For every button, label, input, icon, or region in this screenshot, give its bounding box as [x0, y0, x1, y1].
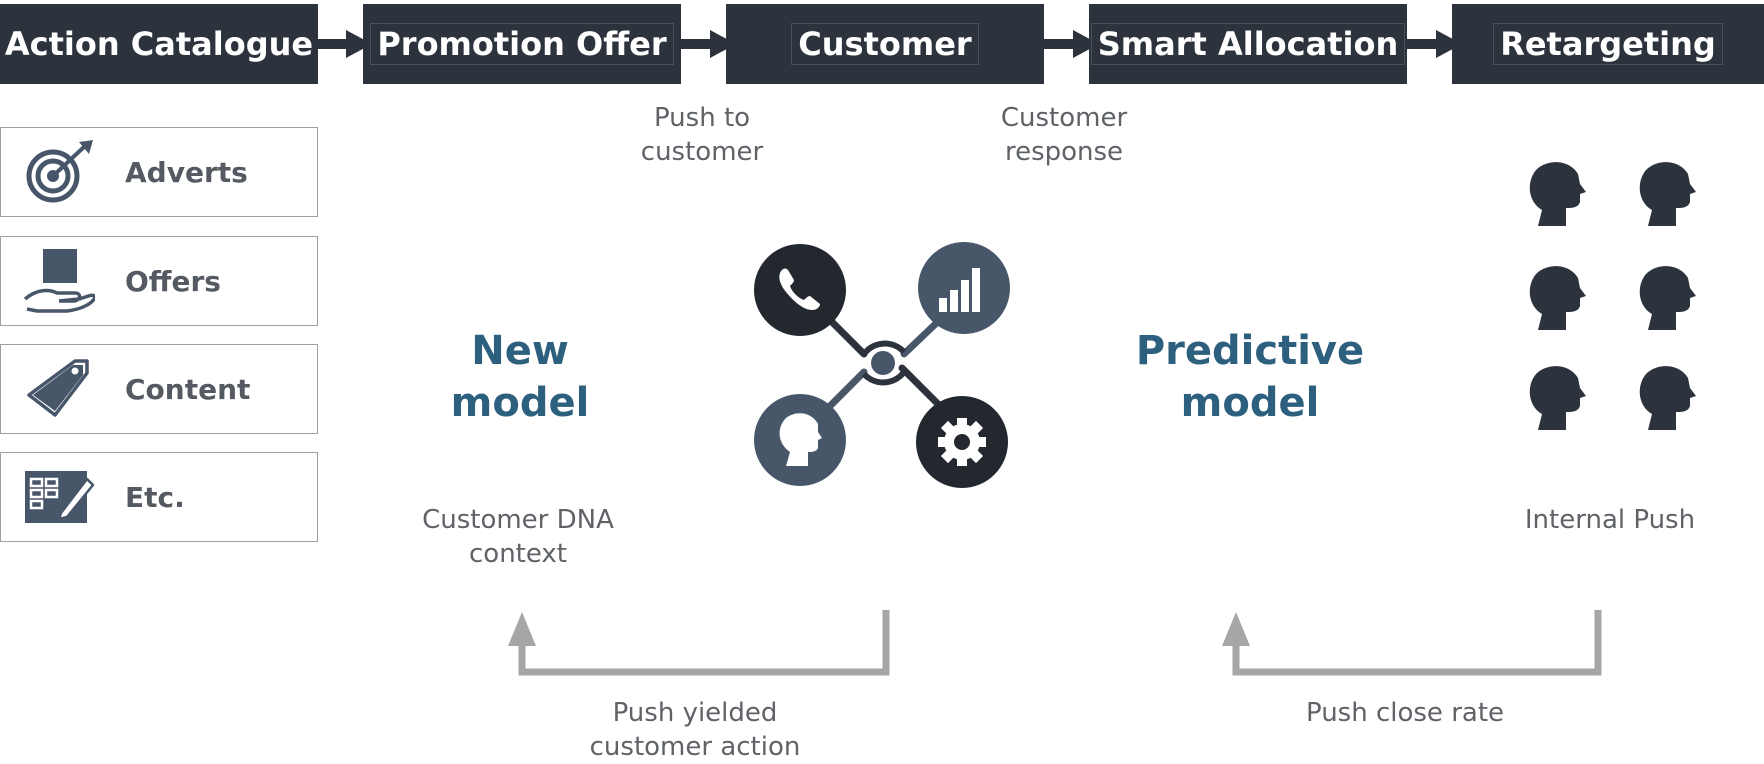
step-label: Customer: [791, 23, 979, 65]
catalogue-card-etc: Etc.: [0, 452, 318, 542]
catalogue-label: Etc.: [125, 481, 185, 514]
step-label: Promotion Offer: [370, 23, 674, 65]
step-action-catalogue: Action Catalogue: [0, 4, 318, 84]
step-label: Smart Allocation: [1090, 23, 1406, 65]
feedback-arrow-left-head: [508, 612, 536, 646]
catalogue-label: Offers: [125, 265, 221, 298]
hub-ring-top: [861, 340, 907, 356]
hub-network: [754, 242, 1010, 488]
push-close-rate-caption: Push close rate: [1305, 698, 1505, 728]
person-head-icon: [1639, 162, 1696, 226]
step-label: Action Catalogue: [4, 25, 314, 63]
hub-ring-bottom: [861, 370, 907, 386]
connector-4-arrowhead: [1436, 30, 1462, 58]
hub-center: [871, 351, 895, 375]
step-smart-allocation: Smart Allocation: [1089, 4, 1407, 84]
catalogue-card-adverts: Adverts: [0, 127, 318, 217]
audience-heads: [1529, 162, 1696, 430]
gear-icon: [916, 396, 1008, 488]
board-pen-icon: [25, 471, 95, 523]
catalogue-card-offers: Offers: [0, 236, 318, 326]
target-icon: [26, 140, 93, 203]
push-to-customer-caption: Push to customer: [640, 103, 764, 167]
connector-2: [680, 39, 710, 49]
process-connectors: [316, 30, 1462, 58]
connector-3-arrowhead: [1073, 30, 1099, 58]
step-label: Retargeting: [1493, 23, 1723, 65]
connector-1-arrowhead: [346, 30, 372, 58]
phone-icon: [754, 244, 846, 336]
person-head-icon: [1529, 366, 1586, 430]
connector-1: [316, 39, 346, 49]
person-head-icon: [754, 394, 846, 486]
person-head-icon: [1639, 366, 1696, 430]
connector-4: [1406, 39, 1436, 49]
tag-icon: [27, 359, 89, 417]
step-retargeting: Retargeting: [1452, 4, 1764, 84]
internal-push-caption: Internal Push: [1524, 505, 1696, 535]
catalogue-label: Adverts: [125, 156, 248, 189]
push-yielded-caption: Push yielded customer action: [589, 698, 801, 762]
catalogue-label: Content: [125, 373, 251, 406]
person-head-icon: [1529, 266, 1586, 330]
feedback-arrow-right-head: [1222, 612, 1250, 646]
feedback-arrows: [508, 610, 1602, 676]
connector-2-arrowhead: [710, 30, 736, 58]
step-customer: Customer: [726, 4, 1044, 84]
connector-3: [1043, 39, 1073, 49]
feedback-arrow-right: [1232, 610, 1602, 676]
customer-response-caption: Customer response: [1000, 103, 1128, 167]
feedback-arrow-left: [518, 610, 890, 676]
hand-box-icon: [23, 249, 95, 313]
person-head-icon: [1639, 266, 1696, 330]
new-model-label: New model: [450, 328, 590, 426]
predictive-model-label: Predictive model: [1135, 328, 1365, 426]
bar-chart-icon: [918, 242, 1010, 334]
catalogue-card-content: Content: [0, 344, 318, 434]
customer-dna-caption: Customer DNA context: [422, 505, 614, 569]
step-promotion-offer: Promotion Offer: [363, 4, 681, 84]
person-head-icon: [1529, 162, 1586, 226]
